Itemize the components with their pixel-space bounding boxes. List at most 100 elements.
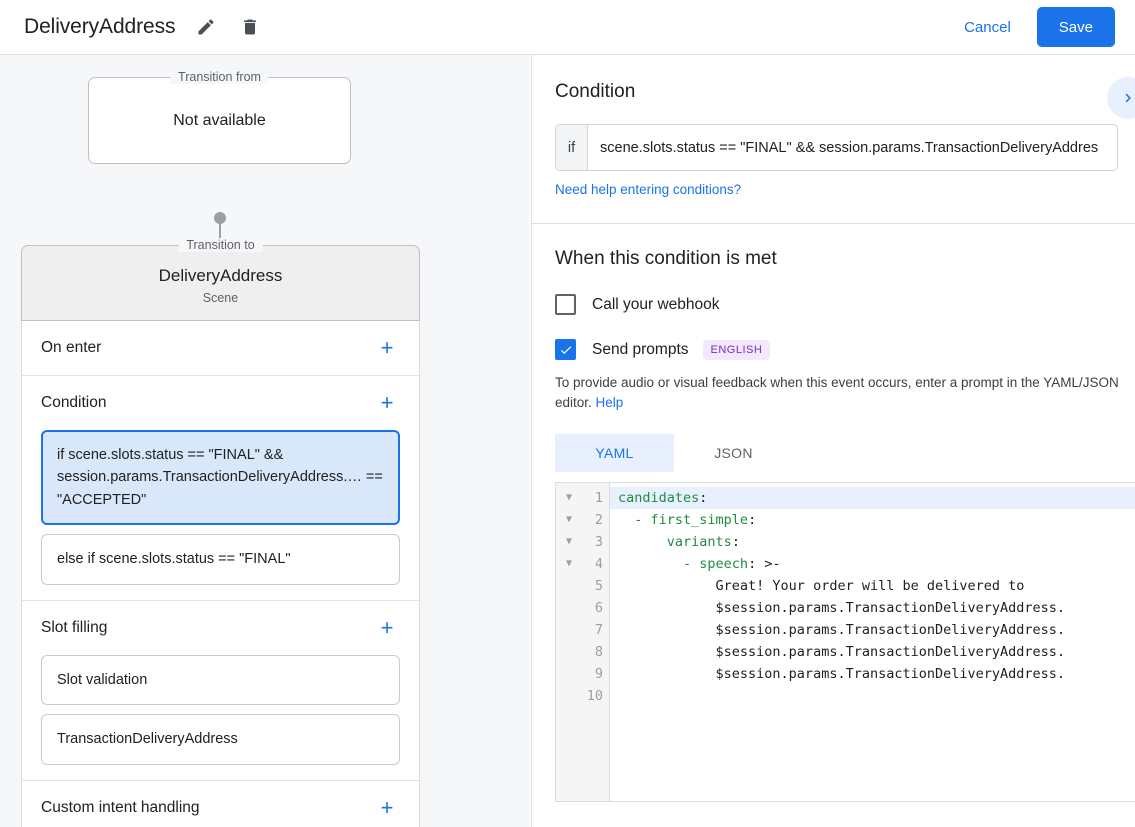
send-prompts-checkbox[interactable] bbox=[555, 339, 576, 360]
trash-icon-glyph bbox=[244, 19, 257, 35]
send-prompts-label: Send prompts bbox=[592, 340, 689, 358]
line-number: 3 bbox=[594, 533, 603, 550]
code-text: Great! Your order will be delivered to bbox=[618, 577, 1025, 594]
fold-toggle-icon[interactable]: ▼ bbox=[565, 535, 573, 547]
save-button[interactable]: Save bbox=[1036, 7, 1115, 47]
fold-gutter-spacer bbox=[556, 663, 582, 685]
editor-format-tabs: YAML JSON bbox=[555, 433, 1118, 472]
section-header: Custom intent handling + bbox=[41, 781, 400, 827]
add-icon[interactable]: + bbox=[380, 614, 394, 640]
transition-to-name: DeliveryAddress bbox=[158, 266, 283, 285]
fold-toggle-icon[interactable]: ▼ bbox=[565, 557, 573, 569]
chevron-right-icon[interactable] bbox=[1107, 77, 1135, 119]
condition-if-prefix: if bbox=[556, 125, 588, 170]
line-number: 4 bbox=[594, 555, 603, 572]
section-title: Slot filling bbox=[41, 618, 108, 636]
code-key: - first_simple bbox=[634, 511, 749, 528]
code-punct: : bbox=[699, 489, 708, 506]
section-items: if scene.slots.status == "FINAL" && sess… bbox=[41, 430, 400, 600]
tab-yaml[interactable]: YAML bbox=[555, 433, 674, 472]
list-item[interactable]: if scene.slots.status == "FINAL" && sess… bbox=[41, 430, 400, 526]
condition-help-link[interactable]: Need help entering conditions? bbox=[555, 182, 742, 197]
list-item[interactable]: Slot validation bbox=[41, 654, 400, 706]
code-line[interactable] bbox=[610, 685, 1135, 707]
code-text: $session.params.TransactionDeliveryAddre… bbox=[618, 599, 1066, 616]
list-item[interactable]: TransactionDeliveryAddress bbox=[41, 714, 400, 765]
fold-gutter-spacer bbox=[556, 597, 582, 619]
code-content[interactable]: candidates: - first_simple: variants: - … bbox=[610, 483, 1135, 801]
transition-from-value: Not available bbox=[173, 111, 266, 129]
condition-input[interactable] bbox=[588, 125, 1117, 170]
section-header: Condition + bbox=[41, 376, 400, 430]
add-icon[interactable]: + bbox=[380, 794, 394, 820]
add-icon[interactable]: + bbox=[380, 335, 394, 360]
line-number: 2 bbox=[594, 511, 603, 528]
code-line[interactable]: - first_simple: bbox=[610, 509, 1135, 531]
code-line[interactable]: variants: bbox=[610, 531, 1135, 553]
call-webhook-checkbox[interactable] bbox=[555, 294, 576, 315]
condition-block: Condition if Need help entering conditio… bbox=[531, 55, 1135, 199]
page-title: DeliveryAddress bbox=[24, 15, 176, 38]
trash-icon[interactable] bbox=[233, 10, 267, 44]
code-line[interactable]: $session.params.TransactionDeliveryAddre… bbox=[610, 663, 1135, 685]
code-key: candidates bbox=[618, 489, 700, 506]
condition-input-row[interactable]: if bbox=[555, 124, 1118, 171]
code-punct: : >- bbox=[748, 555, 781, 572]
panel-divider bbox=[531, 223, 1135, 224]
pencil-icon-glyph bbox=[198, 19, 214, 35]
call-webhook-label: Call your webhook bbox=[592, 295, 720, 313]
fold-toggle-icon[interactable]: ▼ bbox=[565, 491, 573, 503]
line-number: 8 bbox=[594, 643, 603, 660]
code-indent bbox=[618, 512, 634, 528]
section-title: Custom intent handling bbox=[41, 798, 200, 816]
code-indent bbox=[618, 556, 683, 572]
prompt-help-link[interactable]: Help bbox=[595, 395, 624, 411]
code-text: $session.params.TransactionDeliveryAddre… bbox=[618, 643, 1066, 660]
scene-sections-list: On enter + Condition + if scene.slots.status… bbox=[21, 321, 420, 827]
line-number: 5 bbox=[594, 577, 603, 594]
section-title: On enter bbox=[41, 339, 102, 356]
fold-gutter-spacer bbox=[556, 575, 582, 597]
transition-from-card: Transition from Not available bbox=[88, 70, 351, 164]
cancel-button[interactable]: Cancel bbox=[950, 11, 1025, 44]
code-line[interactable]: Great! Your order will be delivered to bbox=[610, 575, 1135, 597]
code-punct: : bbox=[731, 533, 740, 550]
code-line[interactable]: candidates: bbox=[610, 486, 1135, 509]
condition-detail-panel: Condition if Need help entering conditio… bbox=[531, 55, 1135, 827]
send-prompts-row: Send prompts ENGLISH bbox=[555, 339, 1135, 360]
app-header: DeliveryAddress Cancel Save bbox=[0, 0, 1135, 55]
section-header: Slot filling + bbox=[41, 601, 400, 655]
list-item[interactable]: else if scene.slots.status == "FINAL" bbox=[41, 534, 400, 585]
section-condition: Condition + if scene.slots.status == "FINA… bbox=[22, 376, 419, 601]
tab-json[interactable]: JSON bbox=[714, 444, 753, 461]
fold-gutter-spacer bbox=[556, 641, 582, 663]
fold-gutter-spacer bbox=[556, 619, 582, 641]
code-line[interactable]: $session.params.TransactionDeliveryAddre… bbox=[610, 641, 1135, 663]
line-number: 10 bbox=[586, 687, 603, 704]
section-header: On enter + bbox=[41, 321, 400, 375]
section-on-enter: On enter + bbox=[22, 321, 419, 376]
section-title: Condition bbox=[41, 394, 107, 411]
pencil-icon[interactable] bbox=[189, 10, 223, 44]
code-key: variants bbox=[666, 533, 732, 550]
line-number: 9 bbox=[594, 665, 603, 682]
code-fold-gutter[interactable]: ▼ ▼ ▼ ▼ bbox=[556, 482, 582, 801]
fold-toggle-icon[interactable]: ▼ bbox=[565, 513, 573, 525]
line-number: 6 bbox=[594, 599, 603, 616]
code-line[interactable]: $session.params.TransactionDeliveryAddre… bbox=[610, 597, 1135, 619]
condition-heading: Condition bbox=[555, 81, 636, 102]
code-line[interactable]: - speech: >- bbox=[610, 553, 1135, 575]
code-line[interactable]: $session.params.TransactionDeliveryAddre… bbox=[610, 619, 1135, 641]
code-punct: : bbox=[748, 511, 757, 528]
code-text: $session.params.TransactionDeliveryAddre… bbox=[618, 621, 1066, 638]
line-number: 1 bbox=[594, 489, 603, 506]
chevron-right-icon-glyph bbox=[1125, 93, 1131, 103]
transition-flow-panel: Transition from Not available Transition… bbox=[0, 55, 530, 827]
add-icon[interactable]: + bbox=[380, 390, 394, 415]
transition-from-legend: Transition from bbox=[170, 70, 269, 84]
transition-to-card[interactable]: Transition to DeliveryAddress Scene bbox=[21, 238, 420, 321]
fold-gutter-spacer bbox=[556, 685, 582, 707]
